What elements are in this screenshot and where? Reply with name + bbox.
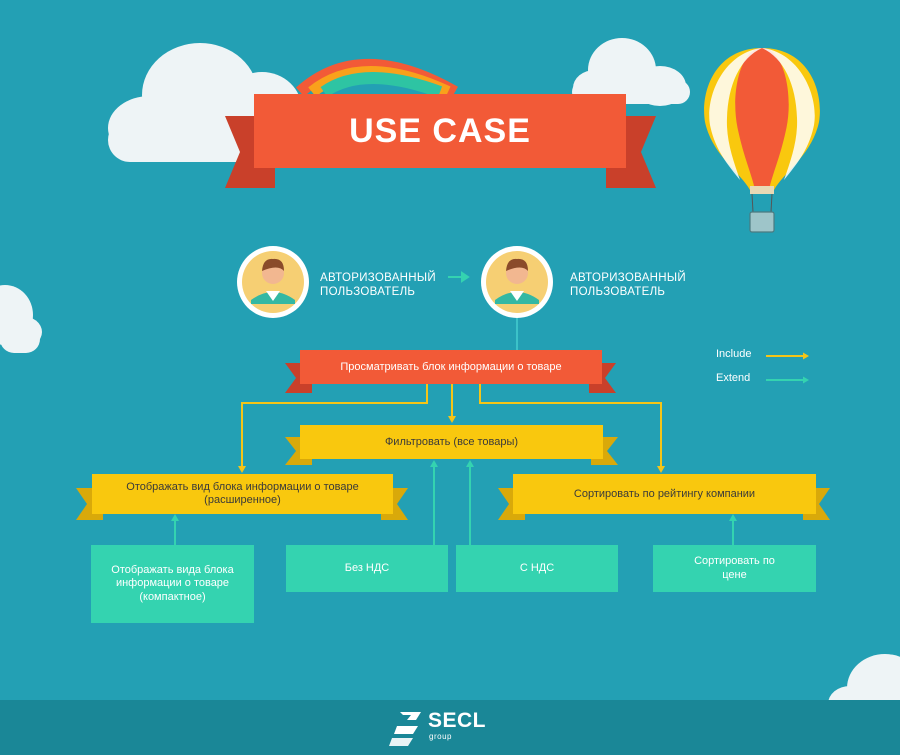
- legend-include-label: Include: [716, 348, 752, 360]
- extension-without-vat: Без НДС: [286, 545, 448, 592]
- footer-logo-mark: [389, 712, 421, 746]
- ribbon-display-extended: [76, 474, 408, 520]
- ribbon-view-product-info: [285, 350, 616, 393]
- include-connectors: [241, 384, 662, 466]
- user-avatar-icon: [237, 246, 309, 318]
- legend-include-arrow: [766, 352, 809, 360]
- extend-arrowheads: [171, 460, 737, 521]
- footer-bar: [0, 700, 900, 755]
- user-avatar-icon: [481, 246, 553, 318]
- use-case-filter-all: Фильтровать (все товары): [384, 435, 519, 448]
- title-ribbon: [225, 94, 656, 188]
- actor-link-arrow: [448, 271, 470, 283]
- use-case-sort-by-rating: Сортировать по рейтингу компании: [573, 487, 756, 500]
- use-case-display-extended: Отображать вид блока информации о товаре…: [126, 481, 359, 506]
- rainbow-icon: [295, 59, 458, 98]
- extend-connectors: [174, 467, 734, 545]
- include-arrowheads: [238, 416, 665, 473]
- page-title: USE CASE: [349, 111, 531, 150]
- actor-label: Авторизованный пользователь: [570, 272, 686, 298]
- actor-label: Авторизованный пользователь: [320, 272, 436, 298]
- legend-extend-arrow: [766, 376, 809, 384]
- ribbon-filter-all: [285, 425, 618, 465]
- extension-display-compact: Отображать вида блока информации о товар…: [91, 545, 254, 623]
- extension-sort-by-price: Сортировать по цене: [653, 545, 816, 592]
- legend-extend-label: Extend: [716, 372, 751, 384]
- hot-air-balloon-icon: [704, 48, 820, 233]
- footer-logo-sub: group: [429, 732, 452, 741]
- cloud-edge-left-icon: [0, 285, 42, 353]
- use-case-view-product-info: Просматривать блок информации о товаре: [340, 360, 562, 373]
- extension-with-vat: С НДС: [456, 545, 618, 592]
- footer-logo[interactable]: SECL: [428, 709, 487, 732]
- ribbon-sort-by-rating: [498, 474, 830, 520]
